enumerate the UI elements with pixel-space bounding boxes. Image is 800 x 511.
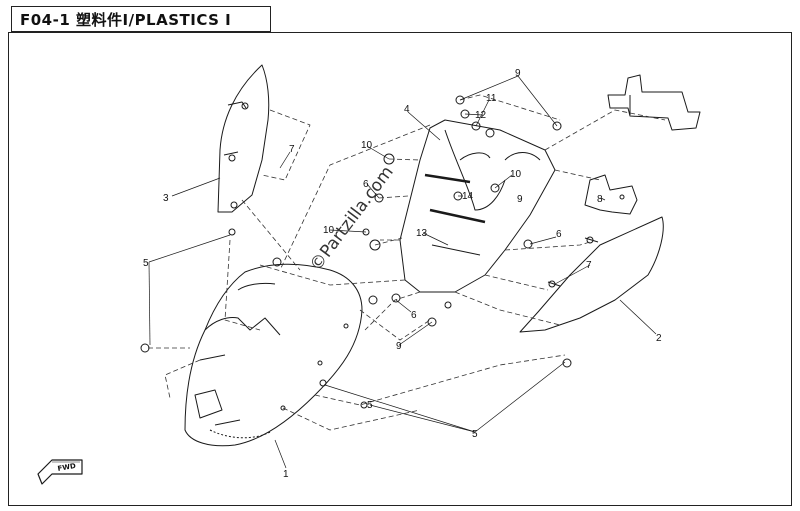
callout-5b: 5: [472, 429, 478, 440]
callout-5a: 5: [143, 258, 149, 269]
callout-9a: 9: [515, 68, 521, 79]
part-8-small-bracket: [584, 174, 638, 215]
callout-4: 4: [404, 104, 410, 115]
part-3-left-side-panel: [217, 64, 270, 213]
callout-6a: 6: [363, 179, 369, 190]
part-2-right-side-panel: [519, 216, 664, 333]
diagram-frame: [8, 32, 792, 506]
fwd-label: FWD: [57, 462, 77, 473]
part-4-inner-panel: [399, 119, 556, 293]
callout-7a: 7: [289, 144, 295, 155]
callout-9b: 9: [517, 194, 523, 205]
callout-10b: 10: [510, 169, 522, 180]
callout-2: 2: [656, 333, 662, 344]
callout-5c: 5: [367, 400, 373, 411]
callout-3: 3: [163, 193, 169, 204]
fasteners: [140, 95, 572, 409]
callout-10c: 10: [323, 225, 335, 236]
callout-6c: 6: [411, 310, 417, 321]
title-box: [11, 6, 271, 32]
callout-10a: 10: [361, 140, 373, 151]
callout-labels: 1 2 3 4 5 5 5 6 6 6 7 7 8 9 9 9 10 10 10…: [143, 68, 662, 480]
callout-12: 12: [475, 110, 487, 121]
callout-1: 1: [283, 469, 289, 480]
partzilla-watermark: ©Partzilla.com: [306, 163, 398, 276]
callout-6b: 6: [556, 229, 562, 240]
callout-13: 13: [416, 228, 428, 239]
callout-14: 14: [462, 191, 474, 202]
page-title: F04-1 塑料件Ⅰ/PLASTICS Ⅰ: [20, 11, 232, 29]
callout-11: 11: [486, 93, 497, 104]
leader-lines: [148, 75, 657, 469]
part-1-front-fairing: [184, 263, 363, 447]
callout-8: 8: [597, 194, 603, 205]
assembly-guide-lines: [148, 94, 666, 431]
callout-9c: 9: [396, 341, 402, 352]
fwd-arrow-shape: [37, 459, 83, 485]
callout-7b: 7: [586, 260, 592, 271]
part-8-bracket: [607, 74, 701, 131]
